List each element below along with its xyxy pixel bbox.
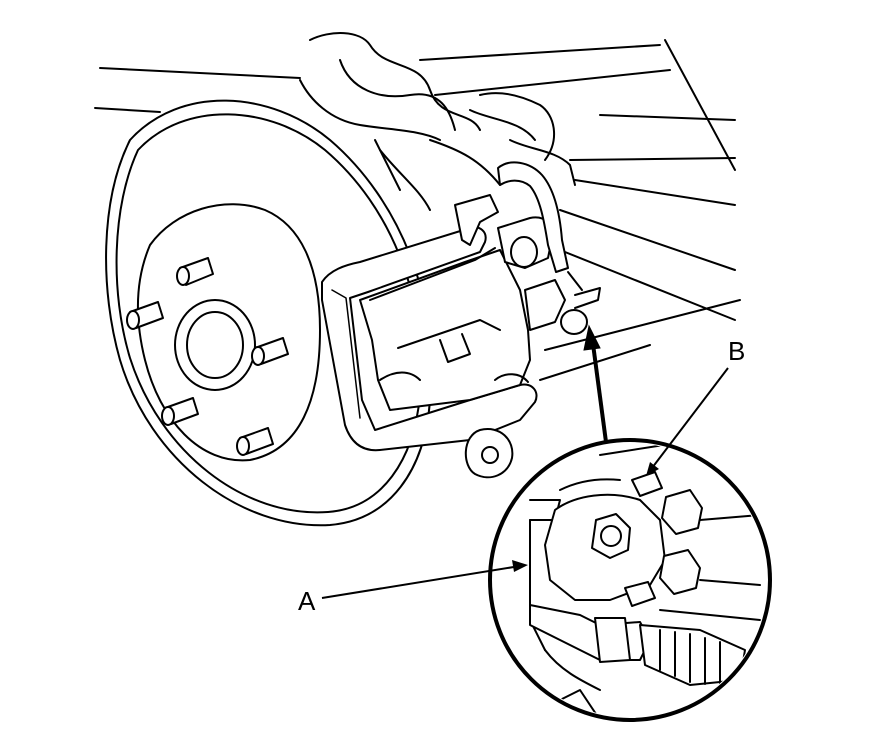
brake-hose: [497, 161, 601, 309]
caliper-body: [359, 194, 588, 479]
brake-rotor: [105, 99, 433, 527]
detail-magnifier: [488, 438, 772, 722]
callout-label-b: B: [728, 336, 745, 366]
callout-label-a: A: [298, 586, 316, 616]
callout-b-leader: [651, 367, 729, 469]
detail-pointer-arrow: [583, 324, 608, 443]
wheel-studs: [126, 257, 289, 456]
callout-a-leader: [321, 565, 521, 599]
caliper-bracket: [321, 226, 538, 452]
suspension-background: [94, 32, 741, 381]
callout-leaders: [321, 367, 729, 599]
